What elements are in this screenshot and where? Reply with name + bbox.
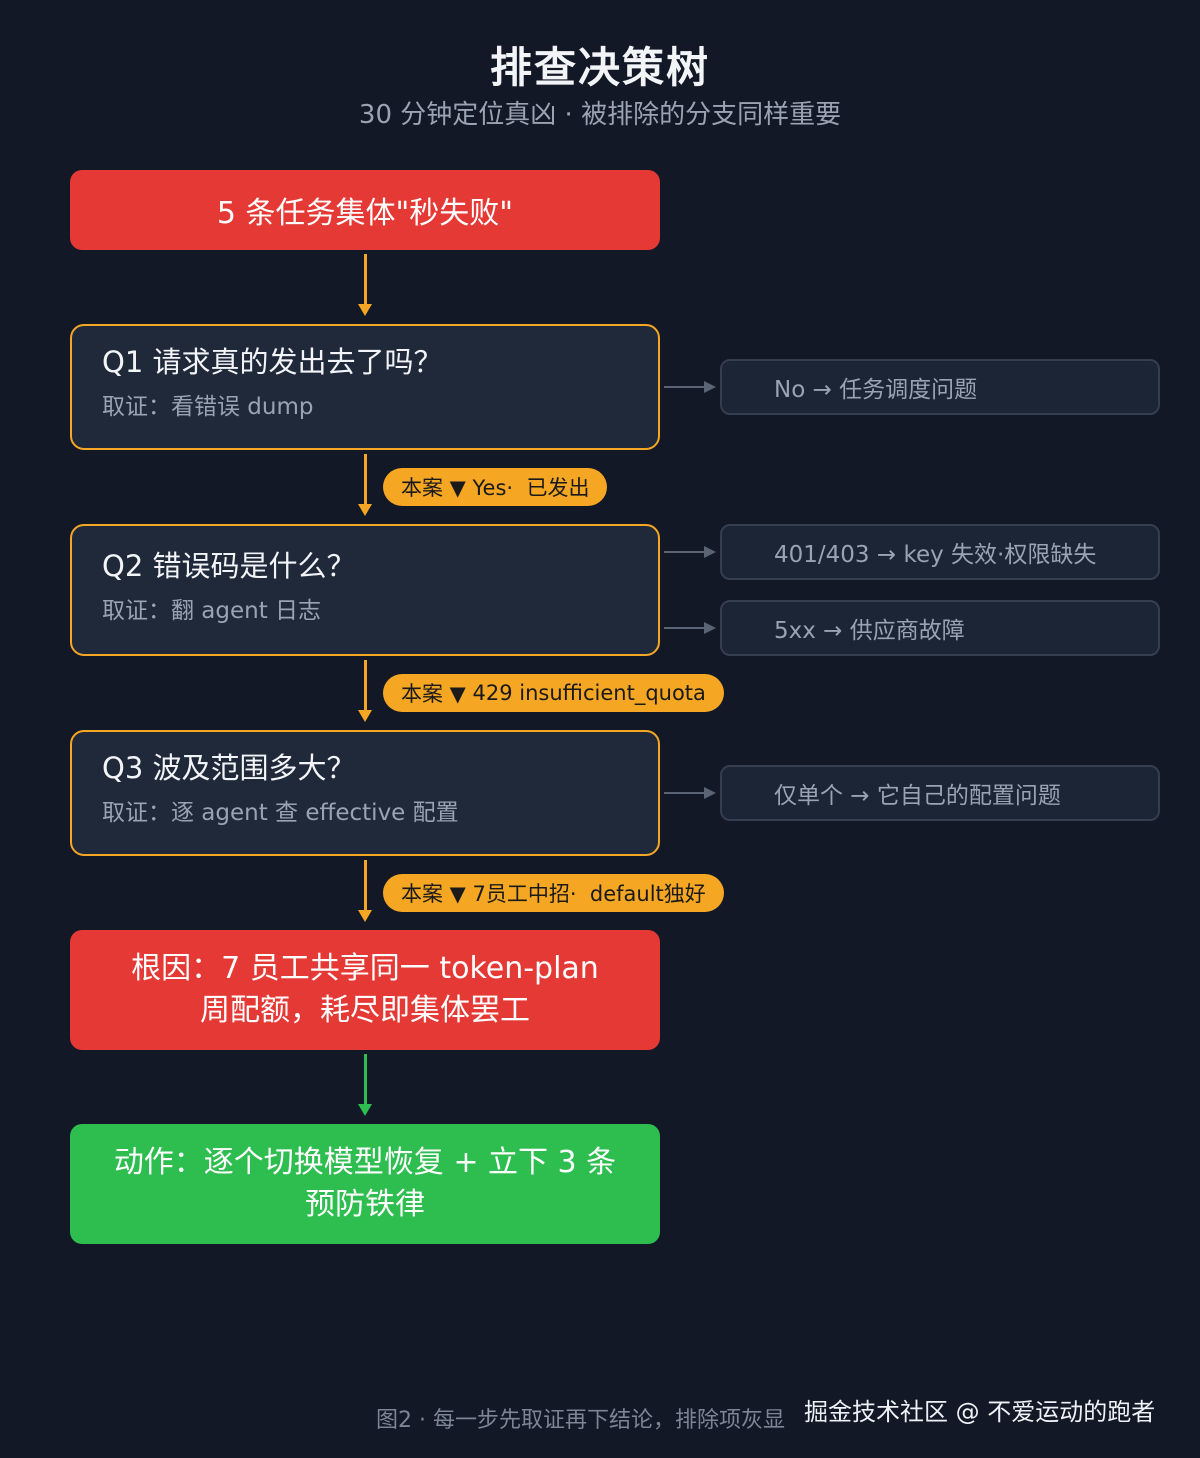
excluded-branch-5xx: 5xx → 供应商故障 [720, 600, 1160, 656]
start-node-label: 5 条任务集体"秒失败" [216, 196, 514, 231]
branch-connector-line [664, 627, 704, 629]
action-line: 动作：逐个切换模型恢复 + 立下 3 条 [113, 1145, 617, 1180]
branch-pill-prefix: 本案 ▼ [401, 476, 466, 500]
branch-pill-prefix: 本案 ▼ [401, 682, 466, 706]
start-node: 5 条任务集体"秒失败" [70, 170, 660, 250]
excluded-branch-label: No → 任务调度问题 [774, 377, 978, 403]
page-title: 排查决策树 [489, 43, 710, 92]
branch-pill-text: Yes· 已发出 [472, 476, 590, 500]
root-cause-line: 根因：7 员工共享同一 token-plan [131, 951, 599, 986]
branch-pill-q2: 本案 ▼ 429 insufficient_quota [383, 674, 724, 712]
question-node-q2: Q2 错误码是什么？ 取证：翻 agent 日志 [70, 524, 660, 656]
action-line: 预防铁律 [305, 1187, 425, 1222]
flow-arrow-line [364, 454, 367, 506]
question-node-q1: Q1 请求真的发出去了吗？ 取证：看错误 dump [70, 324, 660, 450]
branch-pill-q3: 本案 ▼ 7员工中招· default独好 [383, 874, 724, 912]
flow-arrow-head [358, 1104, 372, 1116]
flow-arrow-line [364, 660, 367, 712]
branch-connector-line [664, 551, 704, 553]
branch-pill-prefix: 本案 ▼ [401, 882, 466, 906]
branch-connector-head [704, 622, 716, 634]
excluded-branch-401-403: 401/403 → key 失效·权限缺失 [720, 524, 1160, 580]
flow-arrow-line [364, 1054, 367, 1106]
branch-connector-line [664, 792, 704, 794]
question-title: Q2 错误码是什么？ [102, 549, 356, 583]
watermark: 掘金技术社区 @ 不爱运动的跑者 [804, 1398, 1156, 1426]
question-title: Q1 请求真的发出去了吗？ [102, 345, 443, 379]
branch-connector-head [704, 787, 716, 799]
figure-caption: 图2 · 每一步先取证再下结论，排除项灰显 [376, 1408, 785, 1433]
question-title: Q3 波及范围多大？ [102, 751, 356, 785]
flow-arrow-line [364, 860, 367, 912]
branch-pill-text: 7员工中招· default独好 [472, 882, 706, 906]
root-cause-line: 周配额，耗尽即集体罢工 [200, 993, 530, 1028]
excluded-branch-no: No → 任务调度问题 [720, 359, 1160, 415]
excluded-branch-label: 5xx → 供应商故障 [774, 618, 965, 644]
excluded-branch-label: 仅单个 → 它自己的配置问题 [774, 783, 1061, 809]
question-evidence: 取证：看错误 dump [102, 394, 314, 420]
action-node: 动作：逐个切换模型恢复 + 立下 3 条 预防铁律 [70, 1124, 660, 1244]
branch-connector-head [704, 546, 716, 558]
excluded-branch-label: 401/403 → key 失效·权限缺失 [774, 542, 1097, 568]
question-evidence: 取证：逐 agent 查 effective 配置 [102, 800, 459, 826]
branch-connector-head [704, 381, 716, 393]
flow-arrow-head [358, 304, 372, 316]
branch-pill-q1: 本案 ▼ Yes· 已发出 [383, 468, 608, 506]
flow-arrow-line [364, 254, 367, 306]
branch-pill-text: 429 insufficient_quota [472, 681, 706, 705]
question-node-q3: Q3 波及范围多大？ 取证：逐 agent 查 effective 配置 [70, 730, 660, 856]
branch-connector-line [664, 386, 704, 388]
flow-arrow-head [358, 504, 372, 516]
question-evidence: 取证：翻 agent 日志 [102, 598, 322, 624]
flow-arrow-head [358, 710, 372, 722]
root-cause-node: 根因：7 员工共享同一 token-plan 周配额，耗尽即集体罢工 [70, 930, 660, 1050]
page-subtitle: 30 分钟定位真凶 · 被排除的分支同样重要 [358, 100, 842, 130]
excluded-branch-single: 仅单个 → 它自己的配置问题 [720, 765, 1160, 821]
flow-arrow-head [358, 910, 372, 922]
